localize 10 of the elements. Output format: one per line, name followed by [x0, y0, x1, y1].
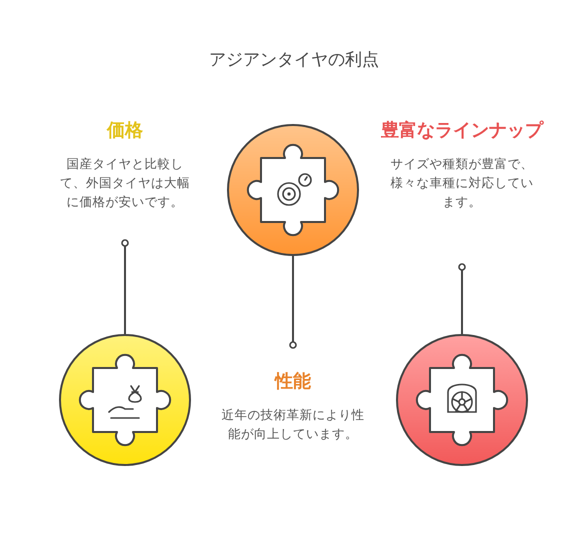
heading: 性能	[273, 370, 312, 394]
heading: 価格	[106, 119, 144, 143]
description: 国産タイヤと比較して、外国タイヤは大幅に価格が安いです。	[59, 155, 191, 211]
leader-line	[458, 263, 466, 334]
heading: 豊富なラインナップ	[380, 119, 545, 143]
title: アジアンタイヤの利点	[208, 49, 380, 71]
leader-line	[289, 256, 297, 349]
leader-line	[121, 239, 129, 334]
description: 近年の技術革新により性能が向上しています。	[220, 406, 366, 443]
description: サイズや種類が豊富で、様々な車種に対応しています。	[390, 155, 534, 211]
